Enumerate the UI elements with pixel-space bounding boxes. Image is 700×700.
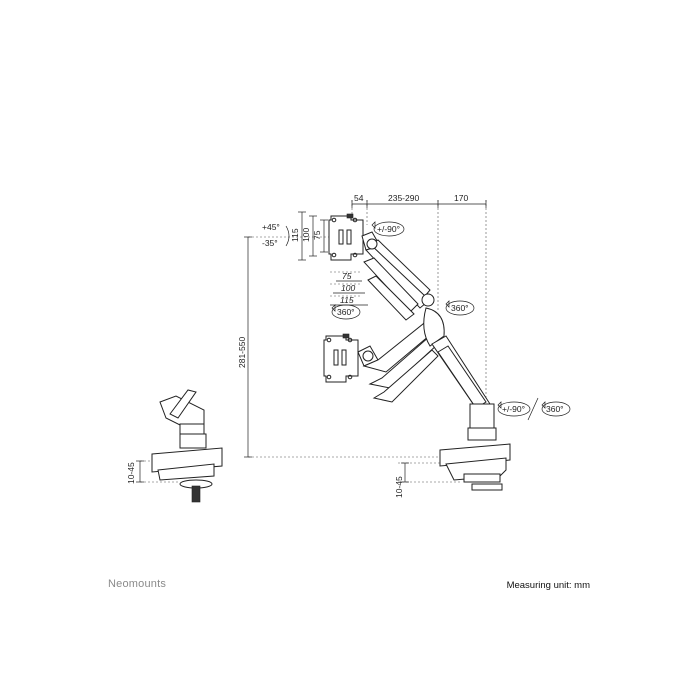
- vesa-75-label: 75: [312, 230, 322, 240]
- desk-clamp-left: [151, 389, 223, 503]
- main-arm-elbow: [423, 307, 495, 429]
- vesa-115-label: 115: [290, 228, 300, 242]
- vesa-vertical-dims: [298, 211, 328, 261]
- swivel-360-left-icon: [331, 304, 361, 320]
- top-dimension-lines: [351, 200, 487, 208]
- clamp-right-label: 10-45: [394, 476, 404, 498]
- reach-235-290-label: 235-290: [388, 193, 419, 203]
- swivel-360-arm-label: 360°: [451, 303, 469, 313]
- vesa-100-label: 100: [301, 228, 311, 242]
- vesa-h-100-label: 100: [341, 283, 355, 293]
- rotate-90-base-icon: [497, 401, 531, 417]
- clamp-dimension-left: [136, 460, 144, 483]
- monitor-arm-lowered: [357, 319, 439, 403]
- rotate-90-base-label: +/-90°: [502, 404, 525, 414]
- tilt-down-label: -35°: [262, 238, 278, 248]
- height-281-550-label: 281-550: [237, 337, 247, 368]
- vesa-h-115-label: 115: [340, 295, 354, 305]
- height-dimension: [244, 236, 252, 458]
- swivel-360-left-label: 360°: [337, 307, 355, 317]
- vesa-plate-top: [328, 213, 364, 261]
- measuring-unit-note: Measuring unit: mm: [506, 580, 590, 591]
- swivel-360-base-label: 360°: [546, 404, 564, 414]
- rotate-90-top-label: +/-90°: [377, 224, 400, 234]
- tilt-arc-icon: [285, 225, 290, 247]
- reference-lines: [140, 200, 487, 483]
- swivel-360-base-icon: [541, 401, 571, 417]
- rotate-90-top-icon: [371, 221, 405, 237]
- monitor-arm-raised: [361, 231, 435, 321]
- tilt-up-label: +45°: [262, 222, 280, 232]
- depth-170-label: 170: [454, 193, 468, 203]
- desk-clamp-right: [439, 427, 511, 491]
- offset-54-label: 54: [354, 193, 364, 203]
- vesa-h-75-label: 75: [342, 271, 352, 281]
- clamp-left-label: 10-45: [126, 462, 136, 484]
- separator-slash: [527, 397, 539, 421]
- brand-name: Neomounts: [108, 578, 167, 590]
- clamp-dimension-right: [401, 462, 409, 483]
- swivel-360-arm-icon: [445, 300, 475, 316]
- vesa-plate-bottom: [323, 333, 359, 383]
